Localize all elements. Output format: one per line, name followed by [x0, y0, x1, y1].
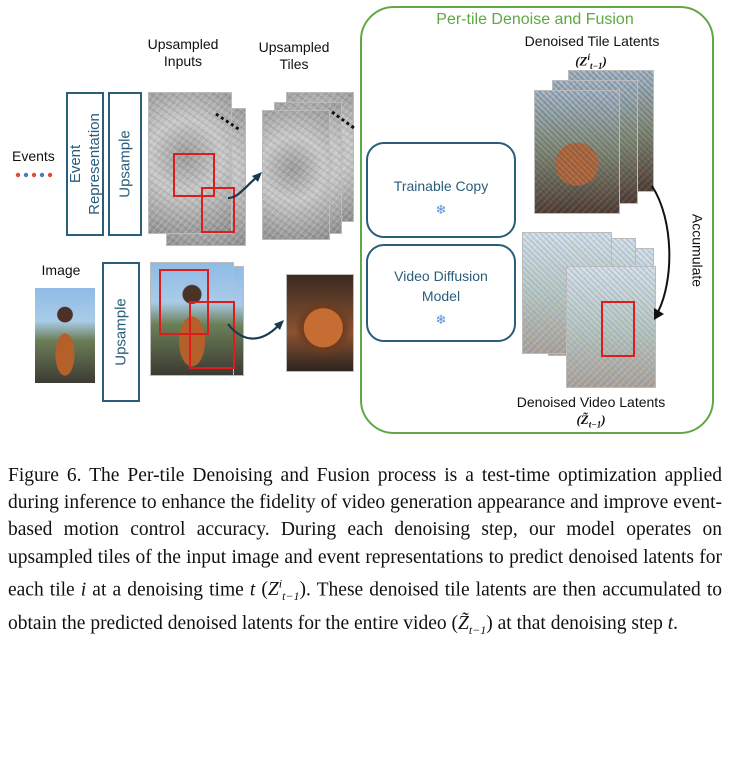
image-label: Image — [41, 262, 81, 278]
upsample-box-bottom: Upsample — [102, 262, 140, 402]
caption-text-4: at that denoising step — [492, 613, 668, 635]
event-tile-front — [262, 110, 330, 240]
denoised-tile-frame-front — [534, 90, 620, 214]
arrow-icon — [227, 320, 284, 340]
accumulate-label: Accumulate — [689, 213, 706, 288]
stack-dots-icon — [215, 112, 241, 132]
per-tile-denoise-fusion-frame — [360, 6, 714, 434]
caption-math-z: (Zit−1) — [261, 576, 307, 604]
tile-highlight — [201, 187, 235, 233]
upsampled-tiles-label: Upsampled Tiles — [258, 39, 330, 72]
upsampled-image-frame-front — [150, 262, 235, 376]
tile-highlight — [189, 301, 235, 369]
upsample-box-top: Upsample — [108, 92, 142, 236]
per-tile-title: Per-tile Denoise and Fusion — [436, 11, 634, 28]
events-label: Events — [12, 148, 55, 164]
upsampled-inputs-label: Upsampled Inputs — [147, 36, 219, 69]
caption-label: Figure 6. — [8, 465, 82, 486]
denoised-tile-latents-math: (Zit−1) — [575, 52, 607, 71]
caption-var-t2: t — [667, 613, 674, 635]
denoised-video-latents-math: (Z̃t−1) — [576, 412, 606, 430]
stack-dots-icon — [331, 110, 355, 130]
event-dot — [47, 172, 53, 178]
event-dots — [15, 172, 53, 178]
tile-highlight — [173, 153, 215, 197]
caption-var-i: i — [80, 579, 87, 601]
arrow-icon — [227, 172, 262, 200]
caption-text-2: at a denoising time — [86, 579, 250, 601]
figure-caption: Figure 6. The Per-tile Denoising and Fus… — [8, 462, 722, 645]
input-image — [35, 288, 95, 383]
snowflake-icon: ❄ — [435, 312, 447, 327]
denoised-tile-latents-label: Denoised Tile Latents — [524, 33, 660, 49]
tile-highlight — [601, 301, 635, 357]
caption-math-ztilde: (Z̃t−1) — [451, 613, 493, 638]
video-diffusion-model-box: Video Diffusion Model ❄ — [366, 244, 516, 342]
event-dot — [23, 172, 29, 178]
image-tile — [286, 274, 354, 372]
caption-text-1: The Per-tile Denoising and Fusion proces… — [8, 465, 722, 601]
caption-var-t: t — [249, 579, 256, 601]
snowflake-icon: ❄ — [435, 202, 447, 217]
denoised-video-latents-label: Denoised Video Latents — [516, 394, 666, 410]
event-dot — [31, 172, 37, 178]
event-dot — [15, 172, 21, 178]
trainable-copy-box: Trainable Copy ❄ — [366, 142, 516, 238]
caption-text-3: . These denoised tile latents are then a… — [8, 579, 723, 635]
event-representation-box: Event Representation — [66, 92, 104, 236]
video-latent-frame-top — [566, 266, 656, 388]
accumulate-arrow-icon — [651, 185, 671, 320]
figure: Upsampled Inputs Upsampled Tiles Events … — [12, 6, 714, 434]
event-dot — [39, 172, 45, 178]
caption-text-5: . — [673, 613, 679, 635]
